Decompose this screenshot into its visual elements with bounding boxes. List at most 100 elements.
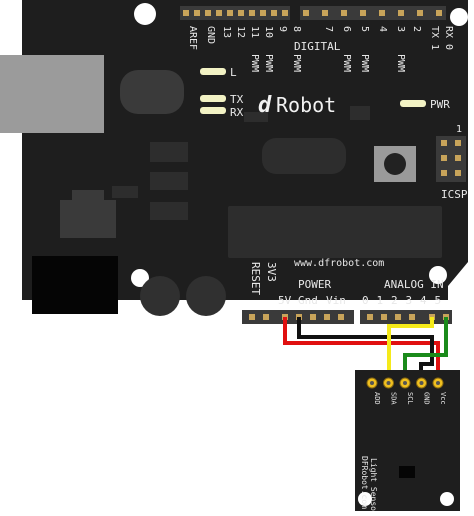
pwr-led-label: PWR xyxy=(430,98,450,111)
mount-hole xyxy=(134,3,156,25)
l-led-label: L xyxy=(230,66,237,79)
analog-pin-label: 0 xyxy=(362,294,369,307)
digital-pin-label: 13 xyxy=(221,26,232,38)
digital-pin-label: 9 xyxy=(277,26,288,32)
digital-pin-label: 5 xyxy=(359,26,370,32)
sensor-pin-label: SDA xyxy=(390,392,398,405)
digital-pin[interactable] xyxy=(183,10,189,16)
digital-pin-label: TX 1 xyxy=(429,26,440,50)
digital-pin-label: GND xyxy=(205,26,216,44)
pwm-label: PWM xyxy=(263,54,274,72)
digital-pin-label: 3 xyxy=(395,26,406,32)
digital-pin[interactable] xyxy=(216,10,222,16)
power-pin[interactable] xyxy=(249,314,255,320)
digital-pin-label: 6 xyxy=(341,26,352,32)
digital-pin[interactable] xyxy=(398,10,404,16)
analog-pin[interactable] xyxy=(381,314,387,320)
analog-pin-label: 4 xyxy=(420,294,427,307)
sensor-pin-label: ADD xyxy=(373,392,381,405)
pwr-led xyxy=(400,100,426,107)
wires xyxy=(283,317,448,383)
wire-vcc xyxy=(283,317,440,383)
digital-pin[interactable] xyxy=(379,10,385,16)
l-led xyxy=(200,68,226,75)
pwm-label: PWM xyxy=(359,54,370,72)
power-pin-label: Vin xyxy=(326,294,346,307)
digital-pin[interactable] xyxy=(260,10,266,16)
dfrobot-logo: d Robot xyxy=(258,93,336,118)
digital-pin-label: 11 xyxy=(249,26,260,38)
digital-pin[interactable] xyxy=(205,10,211,16)
pwm-label: PWM xyxy=(341,54,352,72)
power-pin-label: 5V xyxy=(278,294,292,307)
power-pin[interactable] xyxy=(310,314,316,320)
pwm-label: PWM xyxy=(249,54,260,72)
power-pin[interactable] xyxy=(263,314,269,320)
analog-header-label: ANALOG IN xyxy=(384,278,444,291)
sensor-pin-hole xyxy=(370,381,374,385)
digital-pin-label: 10 xyxy=(263,26,274,38)
digital-pin[interactable] xyxy=(322,10,328,16)
icsp-pin-one-label: 1 xyxy=(456,124,462,135)
power-pin[interactable] xyxy=(324,314,330,320)
analog-pin-label: 1 xyxy=(377,294,384,307)
analog-pin-label: 3 xyxy=(406,294,413,307)
brand-name: Robot xyxy=(276,93,336,117)
sensor-pin-label: Vcc xyxy=(439,392,447,405)
mount-hole xyxy=(358,492,372,506)
digital-pin[interactable] xyxy=(194,10,200,16)
power-pin-label: RESET xyxy=(249,262,262,295)
power-jack xyxy=(32,256,118,314)
power-pin-label: 3V3 xyxy=(265,262,278,282)
digital-pin[interactable] xyxy=(249,10,255,16)
rx-led xyxy=(200,107,226,114)
icsp-label: ICSP xyxy=(441,188,468,201)
digital-pin[interactable] xyxy=(303,10,309,16)
digital-pin[interactable] xyxy=(282,10,288,16)
light-sensor-chip xyxy=(399,466,415,478)
power-header-label: POWER xyxy=(298,278,331,291)
power-pin[interactable] xyxy=(338,314,344,320)
digital-pin[interactable] xyxy=(436,10,442,16)
analog-pin[interactable] xyxy=(367,314,373,320)
analog-pin-label: 5 xyxy=(435,294,442,307)
sensor-pin-label: GND xyxy=(423,392,431,405)
digital-pin[interactable] xyxy=(417,10,423,16)
icsp-header: ICSP 1 xyxy=(436,124,468,201)
sensor-pin-hole xyxy=(386,381,391,385)
power-pin-label: Gnd xyxy=(298,294,318,307)
digital-pin-label: 4 xyxy=(377,26,388,32)
tx-led xyxy=(200,95,226,102)
digital-pin-label: 12 xyxy=(235,26,246,38)
wire-sda xyxy=(387,317,434,383)
digital-pin-label: 8 xyxy=(291,26,302,32)
sensor-maker: DFRobot.com xyxy=(360,456,369,509)
sensor-pin-label: SCL xyxy=(406,392,414,405)
rx-led-label: RX xyxy=(230,106,244,119)
analog-pin[interactable] xyxy=(409,314,415,320)
reset-button[interactable] xyxy=(374,146,416,182)
mount-hole xyxy=(450,8,468,26)
tx-led-label: TX xyxy=(230,93,244,106)
analog-pin[interactable] xyxy=(395,314,401,320)
pwm-label: PWM xyxy=(395,54,406,72)
digital-pin[interactable] xyxy=(341,10,347,16)
website-label: www.dfrobot.com xyxy=(294,258,384,269)
wire-scl xyxy=(403,317,448,383)
digital-pin-label: 2 xyxy=(411,26,422,32)
sensor-pins xyxy=(366,377,444,389)
sensor-title: Light Sensor xyxy=(369,458,378,511)
status-leds: L TX RX PWR xyxy=(200,66,450,119)
mount-hole xyxy=(429,266,447,284)
digital-pin[interactable] xyxy=(227,10,233,16)
digital-pin[interactable] xyxy=(360,10,366,16)
digital-header xyxy=(180,6,446,20)
pwm-label: PWM xyxy=(291,54,302,72)
sensor-pin-hole xyxy=(419,381,424,385)
analog-header xyxy=(360,310,452,324)
digital-pin[interactable] xyxy=(238,10,244,16)
digital-pin[interactable] xyxy=(271,10,277,16)
